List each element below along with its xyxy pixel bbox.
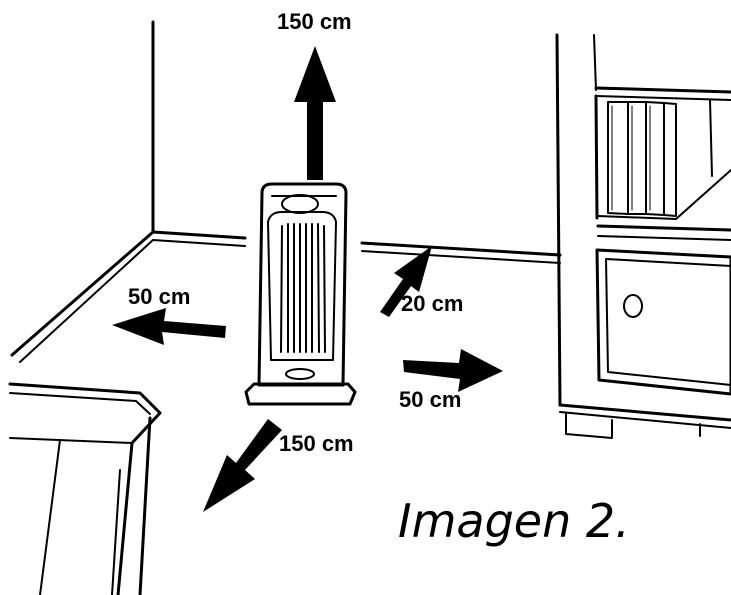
books — [607, 101, 677, 217]
drawer — [595, 248, 731, 396]
arrow-down-left-icon — [203, 419, 282, 512]
clearance-left-label: 50 cm — [128, 284, 191, 309]
arrows — [112, 46, 503, 512]
shelf-unit — [555, 33, 731, 439]
room-outline — [10, 20, 562, 363]
heater-grille — [280, 223, 326, 353]
arrow-up-icon — [294, 46, 336, 180]
heater — [244, 182, 357, 406]
figure-caption: Imagen 2. — [398, 494, 630, 548]
clearance-top-label: 150 cm — [277, 9, 352, 34]
clearance-right-label: 50 cm — [399, 387, 462, 412]
clearance-front-label: 150 cm — [279, 431, 354, 456]
arrow-left-icon — [112, 308, 226, 345]
arrow-right-icon — [403, 349, 503, 392]
arrow-back-right-icon — [380, 246, 432, 317]
clearance-back-right-label: 20 cm — [401, 291, 464, 316]
table-corner — [8, 382, 162, 595]
